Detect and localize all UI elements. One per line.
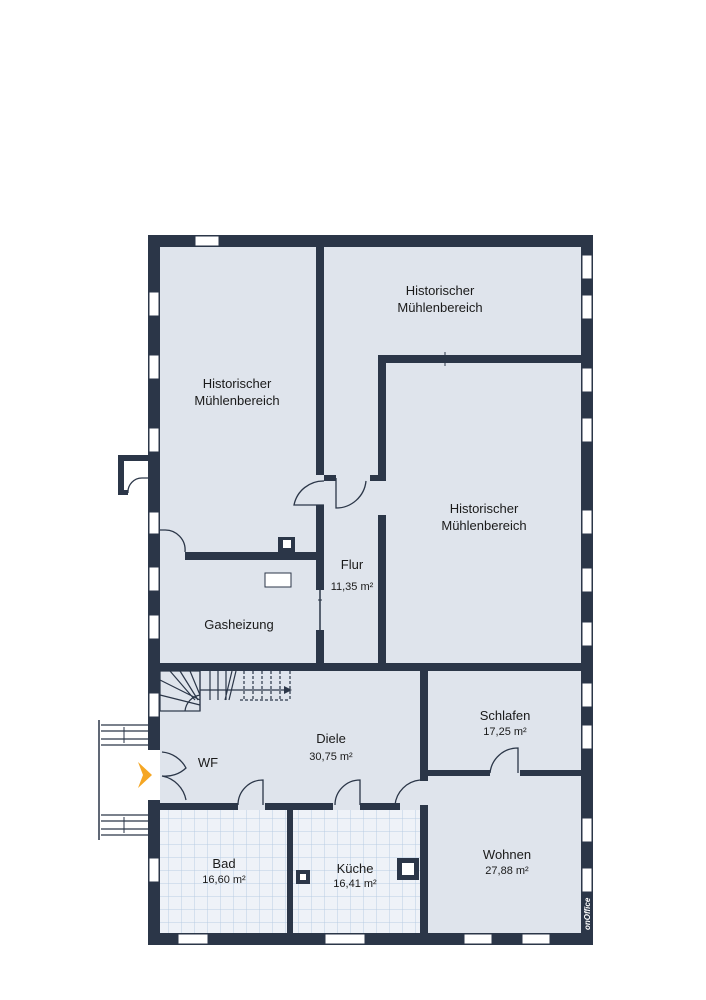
room-area: 16,60 m² (202, 874, 246, 886)
chimney-icon (283, 540, 291, 548)
room-name: Historischer (450, 501, 519, 516)
watermark-logo: onOffice (583, 897, 592, 930)
doors (127, 352, 519, 806)
room-area: 27,88 m² (485, 865, 529, 877)
room-name: Mühlenbereich (397, 300, 482, 315)
boiler-icon (264, 572, 292, 588)
room-name: Flur (341, 557, 364, 572)
windows (148, 235, 593, 945)
room-area: 11,35 m² (331, 581, 374, 593)
entrance-arrow-icon (138, 762, 152, 788)
room-name: Historischer (406, 283, 475, 298)
room-name: Bad (212, 856, 235, 871)
room-area: 16,41 m² (333, 878, 377, 890)
room-area: 17,25 m² (483, 726, 527, 738)
room-name: Wohnen (483, 847, 531, 862)
staircase (159, 670, 292, 712)
room-name: Mühlenbereich (441, 518, 526, 533)
bad-tiles (160, 810, 287, 933)
entrance-railings (98, 720, 148, 840)
inner-walls (160, 247, 581, 933)
room-name: Schlafen (480, 708, 531, 723)
room-name: Küche (337, 861, 374, 876)
room-area: 30,75 m² (309, 751, 353, 763)
room-name: Mühlenbereich (194, 393, 279, 408)
room-name: Diele (316, 731, 346, 746)
room-name: WF (198, 755, 218, 770)
room-name: Historischer (203, 376, 272, 391)
room-name: Gasheizung (204, 617, 273, 632)
